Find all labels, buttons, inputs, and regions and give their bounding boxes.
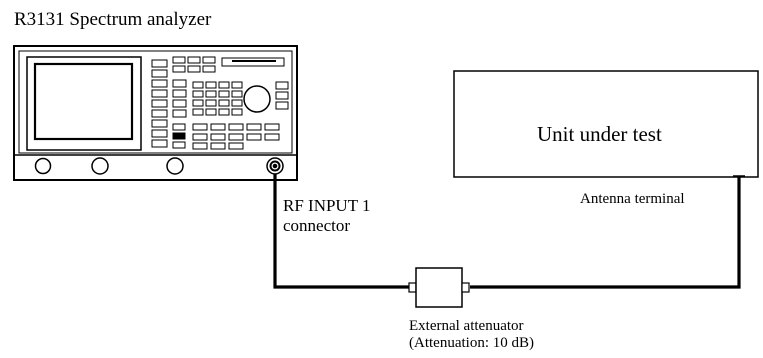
rf-input-label-line2: connector <box>283 215 351 235</box>
unit-under-test-box <box>453 70 759 178</box>
attenuator-label: External attenuator (Attenuation: 10 dB) <box>409 318 534 353</box>
tuning-knob <box>243 85 271 113</box>
antenna-terminal-label: Antenna terminal <box>580 191 685 207</box>
rf-input-label-line1: RF INPUT 1 <box>283 196 371 215</box>
external-attenuator <box>408 267 470 308</box>
spectrum-analyzer <box>13 45 298 181</box>
attenuator-label-line1: External attenuator <box>409 318 524 334</box>
coax-cable <box>273 174 741 289</box>
rf-input-label: RF INPUT 1 connector <box>283 196 371 235</box>
unit-under-test-label: Unit under test <box>537 122 662 146</box>
attenuator-label-line2: (Attenuation: 10 dB) <box>409 335 534 352</box>
analyzer-screen <box>33 62 134 141</box>
rf-input-connector <box>266 157 284 175</box>
analyzer-title: R3131 Spectrum analyzer <box>14 9 212 30</box>
